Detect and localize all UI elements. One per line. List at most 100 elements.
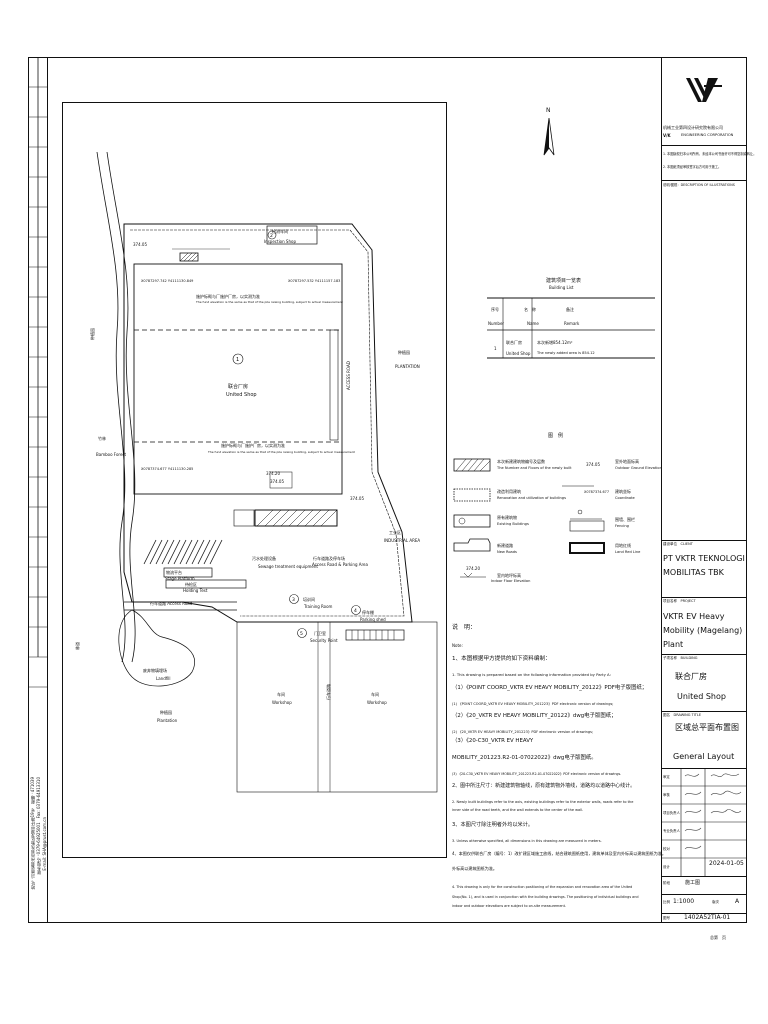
company-logo-icon — [686, 78, 722, 102]
notes-line-2: 1. This drawing is prepared based on the… — [452, 672, 611, 677]
notes-line-18: Shop(No. 1), and is used in conjunction … — [452, 895, 639, 899]
bl-header-remark-en: Remark — [564, 321, 580, 326]
map-label-workshop2-en: Workshop — [367, 700, 387, 705]
drawing-inner-frame — [47, 57, 747, 923]
map-label-bamboo-en: Bamboo Forest — [96, 452, 127, 457]
sign-label-3: 项目负责人 — [663, 811, 680, 815]
map-label-united-cn: 联合厂房 — [228, 384, 249, 390]
notes-line-11: 2. Newly built buildings refer to the ax… — [452, 800, 634, 804]
legend-sample-indoor: 374.20 — [466, 566, 480, 571]
map-label-bamboo-cn: 竹林 — [98, 436, 106, 441]
bl-header-num-en: Number — [488, 321, 505, 326]
sign-label-2: 审核 — [663, 793, 670, 797]
legend-item-2-en: Renovation and utilization of buildings — [497, 496, 566, 500]
notes-line-14: 3. Unless otherwise specified, all dimen… — [452, 839, 602, 843]
legend-right-1-cn: 室外地面标高 — [615, 459, 639, 464]
tb-building-en: United Shop — [677, 692, 726, 701]
tb-project-name: VKTR EV Heavy Mobility (Magelang) Plant — [663, 612, 743, 649]
site-plan-frame — [62, 102, 447, 858]
map-elev-a: 374.05 — [133, 242, 147, 247]
map-coord-3: X0787374.677 Y4111130.285 — [141, 467, 194, 471]
svg-text:4: 4 — [354, 608, 357, 614]
tb-org-en: ENGINEERING CORPORATION — [681, 133, 734, 137]
notes-line-4: (1) 《POINT COORD_VKTR EV HEAVY MOBILITY_… — [452, 702, 614, 706]
drawing-sheet-frame — [28, 57, 747, 923]
tb-stage-val: 施工图 — [685, 880, 701, 886]
map-label-sewage-cn: 污水处理设备 — [252, 556, 276, 561]
notes-line-12: inner side of the road teeth, and the wa… — [452, 808, 584, 812]
legend-item-1-cn: 本次新建建筑物编号及层数 — [497, 459, 545, 464]
notes-line-5: （2）《20_VKTR EV HEAVY MOBILITY_20122》dwg电… — [452, 713, 617, 719]
map-label-left-road: 林道 — [75, 642, 80, 650]
bl-row-remark-en: The newly added area is 854.12 — [537, 351, 595, 355]
map-label-united-en: United Shop — [226, 392, 257, 398]
notes-line-8: MOBILITY_201223.R2-01-07022022》dwg电子版图纸。 — [452, 755, 597, 761]
legend-right-3-en: Fencing — [615, 524, 629, 528]
tb-drawing-en: General Layout — [673, 752, 735, 761]
map-elev-d: 374.05 — [270, 479, 284, 484]
legend-right-4-cn: 用地红线 — [615, 543, 631, 548]
notes-title-en: Note: — [452, 643, 463, 648]
map-label-training-en: Training Room — [304, 604, 333, 609]
map-label-inspection-en: Inspection Shop — [264, 239, 296, 244]
map-label-training-cn: 培训间 — [303, 597, 315, 602]
strip-email: E-mail: SHA@prust.com.cn — [42, 817, 47, 871]
map-label-industrial-cn: 工业区 — [389, 530, 401, 535]
tb-building-label: 子项名称 BUILDING — [663, 656, 698, 660]
notes-line-15: 4、本图仅供联合厂房（编号：1）改扩建区域施工放线，结合建筑图纸使用，建筑单体及… — [452, 851, 666, 856]
map-label-landfill-cn: 废弃物填埋场 — [143, 668, 167, 673]
tb-scale-val: 1:1000 — [673, 898, 695, 905]
legend-item-4-en: New Roads — [497, 550, 517, 554]
legend-sample-coord: X0787374.677 — [584, 490, 609, 494]
legend-sample-elev: 374.05 — [586, 462, 600, 467]
signature-table: 审定 审核 项目负责人 专业负责人 校对 设计 2024-01-05 — [661, 768, 747, 876]
map-note-top-en: The fund elevation is the same as that o… — [196, 300, 343, 304]
map-label-plantation2-cn: 种植园 — [160, 710, 172, 715]
map-label-inspection: 检测车间 — [272, 229, 288, 234]
notes-line-19: indoor and outdoor elevations are subjec… — [452, 904, 566, 908]
tb-desc-label: 说明/图框：DESCRIPTION OF ILLUSTRATIONS — [663, 183, 735, 187]
svg-text:5: 5 — [300, 631, 303, 637]
legend-item-5-cn: 室内地坪标高 — [497, 573, 521, 578]
legend-right-3-cn: 围墙、围栏 — [615, 517, 635, 522]
notes-line-1: 1、本图根据甲方提供的如下资料编制： — [452, 656, 551, 662]
map-label-access-road: ACCESS ROAD — [346, 361, 351, 390]
map-label-left-plantation-cn: 种植园 — [90, 328, 95, 340]
legend-right-4-en: Land Red Line — [615, 550, 641, 554]
tb-warn-2: 2. 本图纸须经审核签字后方可用于施工。 — [663, 165, 722, 169]
map-label-access-parking-cn: 行车道路及停车场 — [313, 556, 345, 561]
map-label-plantation2-en: Plantation — [157, 718, 178, 723]
tb-warn-1: 1. 本图版权归本公司所有，未经本公司书面许可不得复制或转让。 — [663, 152, 757, 156]
legend-item-5-en: Indoor Floor Elevation — [491, 579, 531, 583]
legend-item-1-en: The Number and Floors of the newly built — [497, 466, 572, 470]
map-note-top: 施护标砌与厂施护厂房，以实测为准 — [196, 294, 260, 299]
map-label-industrial-en: INDUSTRIAL AREA — [384, 538, 421, 543]
tb-sheet-label: 总第 页 — [710, 935, 726, 940]
legend-symbols — [453, 458, 605, 578]
tb-scale-label: 比例 — [663, 900, 670, 904]
tb-date: 2024-01-05 — [709, 860, 744, 867]
tb-org-cn: 机械工业第四设计研究院有限公司 — [663, 125, 723, 130]
svg-text:1: 1 — [236, 357, 239, 363]
legend-right-2-en: Coordinate — [615, 496, 635, 500]
map-coord-2: X0787297.532 Y4111157.183 — [288, 279, 341, 283]
map-label-parking-cn: 停车棚 — [362, 610, 374, 615]
tb-drawing-no: 1402A52TIA-01 — [684, 914, 731, 921]
legend-item-3-en: Existing Buildings — [497, 522, 529, 526]
north-arrow-icon — [543, 117, 555, 156]
tb-version-label: 版次 — [712, 900, 719, 904]
notes-line-6: (2) 《20_VKTR EV HEAVY MOBILITY_201223》PD… — [452, 730, 594, 734]
north-label: N — [546, 107, 551, 114]
notes-line-9: (3) 《20-C30_VKTR EV HEAVY MOBILITY_20122… — [452, 772, 622, 776]
map-label-access-parking-en: Access Road & Parking Area — [312, 562, 368, 567]
building-list-title-en: Building List — [549, 285, 574, 290]
map-label-workshop1-cn: 车间 — [277, 692, 285, 697]
notes-line-13: 3、本图尺寸除注明者外均以米计。 — [452, 822, 534, 828]
bl-row-name-en: United Shop — [506, 351, 531, 356]
sign-label-5: 校对 — [663, 847, 670, 851]
map-label-workshop1-en: Workshop — [272, 700, 292, 705]
notes-line-10: 2、图中所注尺寸：新建建筑物轴线，原有建筑物外墙线，道路均以道路中心线计。 — [452, 783, 636, 789]
map-note-mid-en: The fund elevation is the same as that o… — [208, 450, 355, 454]
sign-label-4: 专业负责人 — [663, 829, 680, 833]
map-label-stage-cn: 物流平台 — [166, 570, 182, 575]
